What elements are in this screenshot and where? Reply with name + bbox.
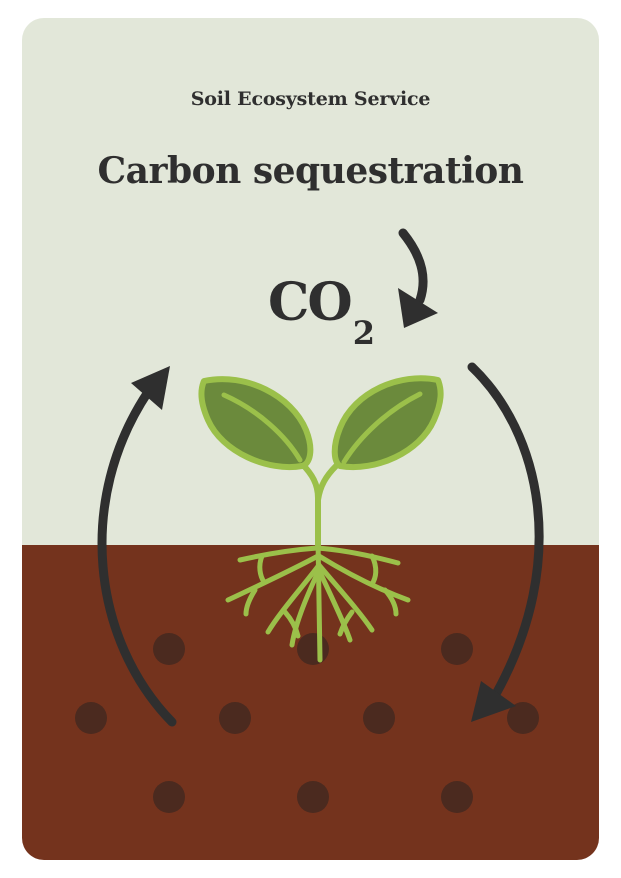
carbon-cycle-arrows [97,228,544,727]
co2-subscript: 2 [352,314,375,352]
soil-particle [441,633,473,665]
left-leaf [198,376,314,471]
stem-branch [315,463,339,503]
co2-symbol: CO [268,272,353,333]
arrowhead [471,681,516,722]
soil-particles [75,633,539,813]
roots-icon [225,537,411,663]
stem [299,461,321,548]
soil-particle [297,633,329,665]
soil-particle [75,702,107,734]
soil-particle [297,781,329,813]
right-leaf [331,375,444,471]
soil-particle [219,702,251,734]
soil-particle [153,781,185,813]
arrowhead [131,366,170,410]
soil-particle [507,702,539,734]
carbon-cycle-arrow [467,362,544,699]
co2-label: CO2 [268,272,375,352]
carbon-cycle-arrow [398,228,428,305]
carbon-cycle-arrow [97,387,177,727]
seedling-icon [198,375,444,548]
right-leaf-vein [341,391,423,465]
soil-particle [153,633,185,665]
soil-particle [441,781,473,813]
soil-particle [363,702,395,734]
arrowhead [398,288,438,328]
card-subtitle: Soil Ecosystem Service [190,88,431,110]
card-title: Carbon sequestration [97,150,524,192]
arrowheads [131,288,516,722]
left-leaf-vein [221,392,303,463]
